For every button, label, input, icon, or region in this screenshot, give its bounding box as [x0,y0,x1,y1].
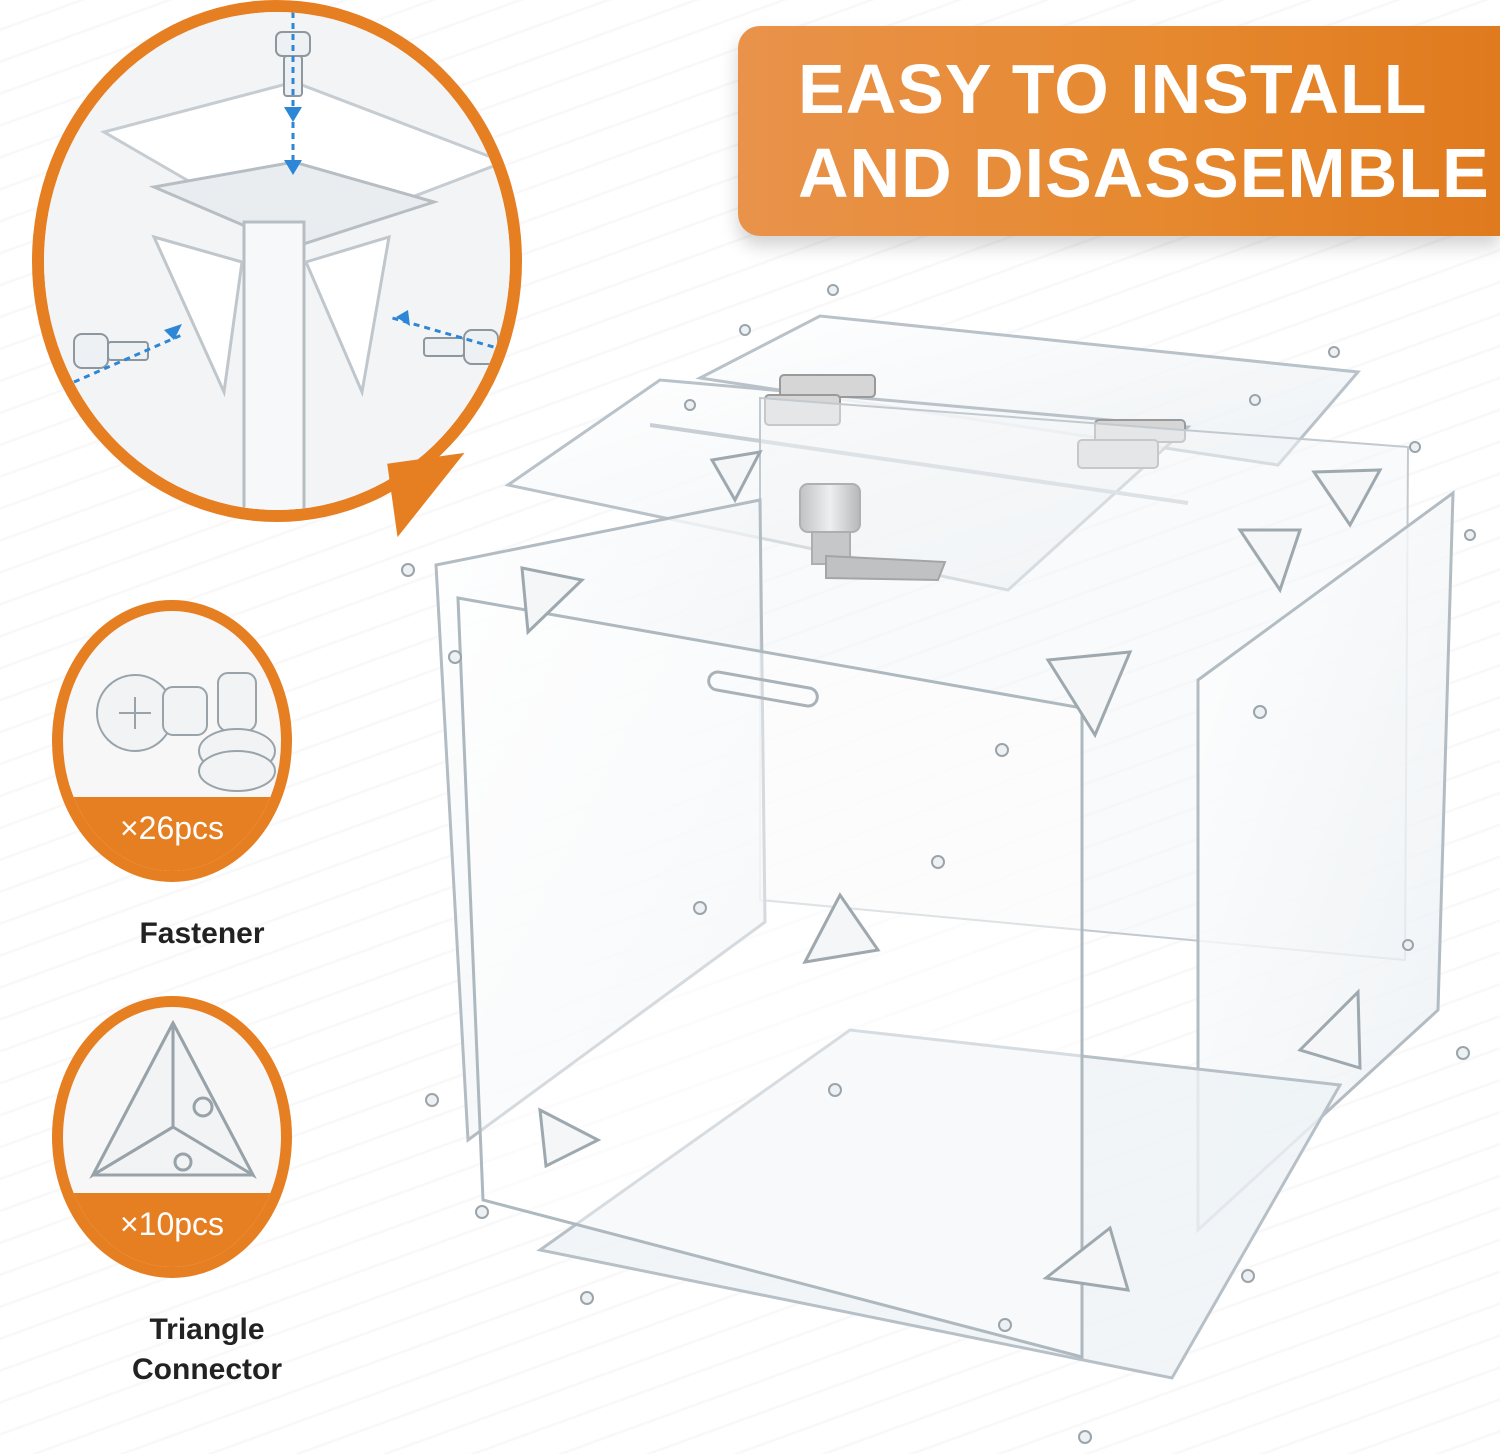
triangle-connector-circle: ×10pcs [52,996,292,1278]
callout-pointer [387,452,475,538]
headline-line-1: EASY TO INSTALL [798,50,1428,128]
fastener-icon [96,672,276,792]
headline-line-2: AND DISASSEMBLE [798,134,1490,212]
fastener-count: ×26pcs [63,797,281,871]
fastener-screws [401,284,1476,1444]
triangle-connector-icon [89,1019,257,1180]
right-side-panel [1196,489,1455,1234]
triangle-connectors [520,450,1383,1292]
arrowhead-icons [164,107,410,340]
bottom-panel [536,1028,1343,1380]
fastener-caption: Fastener [139,917,265,950]
screw-icon [73,31,499,369]
front-panel [456,596,1084,1359]
front-slot [707,670,819,708]
triangle-connector-count: ×10pcs [63,1193,281,1267]
fastener-circle: ×26pcs [52,600,292,882]
triangle-connector-drawing [89,1019,257,1180]
headline-banner: EASY TO INSTALL AND DISASSEMBLE [738,26,1500,236]
left-side-panel [434,498,767,1143]
triangle-connector-caption: Triangle Connector [82,1310,332,1390]
corner-assembly-drawing [44,12,510,510]
triangle-connector-caption-line-2: Connector [132,1353,282,1386]
corner-assembly-detail-circle [32,0,522,522]
fastener-drawing [96,672,276,792]
triangle-connector-caption-line-1: Triangle [149,1313,265,1346]
